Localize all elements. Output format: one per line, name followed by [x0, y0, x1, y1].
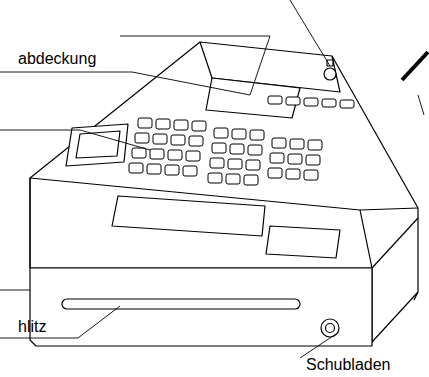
key-button: [212, 143, 226, 153]
key-button: [138, 118, 152, 128]
key-button: [290, 139, 304, 149]
leader-line: [250, 36, 270, 95]
roll-pen: [402, 52, 428, 80]
part-label: Schubladen: [306, 356, 391, 374]
drawer-lock: [321, 319, 339, 337]
drawer-lock-inner: [326, 324, 335, 333]
side-edge: [360, 208, 418, 210]
foot: [414, 292, 418, 300]
key-button: [286, 169, 300, 179]
key-button: [168, 150, 182, 160]
leader-line: [0, 130, 150, 150]
key-button: [171, 135, 185, 145]
leader-line: [120, 36, 270, 37]
key-button: [306, 155, 320, 165]
key-button: [268, 168, 282, 178]
drawer-slot: [62, 299, 300, 309]
tray-recess-small: [266, 226, 340, 258]
leader-line: [290, 0, 330, 66]
key-button: [250, 130, 264, 140]
key-button: [286, 97, 300, 105]
leader-line: [0, 290, 30, 291]
key-button: [322, 99, 336, 107]
key-button: [230, 144, 244, 154]
key-button: [226, 174, 240, 184]
key-button: [248, 145, 262, 155]
drawer-front: [30, 268, 372, 346]
key-button: [304, 98, 318, 106]
key-button: [268, 96, 282, 104]
key-button: [272, 138, 286, 148]
key-button: [153, 134, 167, 144]
key-button: [340, 100, 354, 108]
part-label: hlitz: [18, 318, 46, 336]
tray-recess: [112, 196, 265, 236]
key-button: [174, 120, 188, 130]
key-button: [150, 149, 164, 159]
display-cover: [206, 78, 300, 118]
label-underline: [0, 72, 132, 73]
key-button: [186, 151, 200, 161]
keypad: [129, 96, 354, 185]
top-front-edge: [30, 178, 372, 268]
key-button: [246, 160, 260, 170]
body-left-edge: [29, 178, 30, 268]
key-button: [210, 158, 224, 168]
key-button: [270, 153, 284, 163]
key-button: [132, 148, 146, 158]
mode-key: [324, 68, 336, 80]
key-button: [147, 164, 161, 174]
key-button: [189, 136, 203, 146]
key-button: [192, 121, 206, 131]
key-button: [288, 154, 302, 164]
key-button: [135, 133, 149, 143]
key-button: [183, 166, 197, 176]
key-button: [308, 140, 322, 150]
body-edge: [372, 218, 418, 268]
leader-line: [132, 72, 250, 95]
key-button: [208, 173, 222, 183]
key-button: [214, 128, 228, 138]
leader-line: [300, 334, 336, 358]
key-button: [156, 119, 170, 129]
key-button: [228, 159, 242, 169]
key-button: [129, 163, 143, 173]
key-button: [304, 170, 318, 180]
key-button: [232, 129, 246, 139]
leader-line: [418, 95, 424, 115]
key-button: [244, 175, 258, 185]
part-label: abdeckung: [18, 50, 96, 68]
leader-line: [0, 306, 120, 338]
key-button: [165, 165, 179, 175]
